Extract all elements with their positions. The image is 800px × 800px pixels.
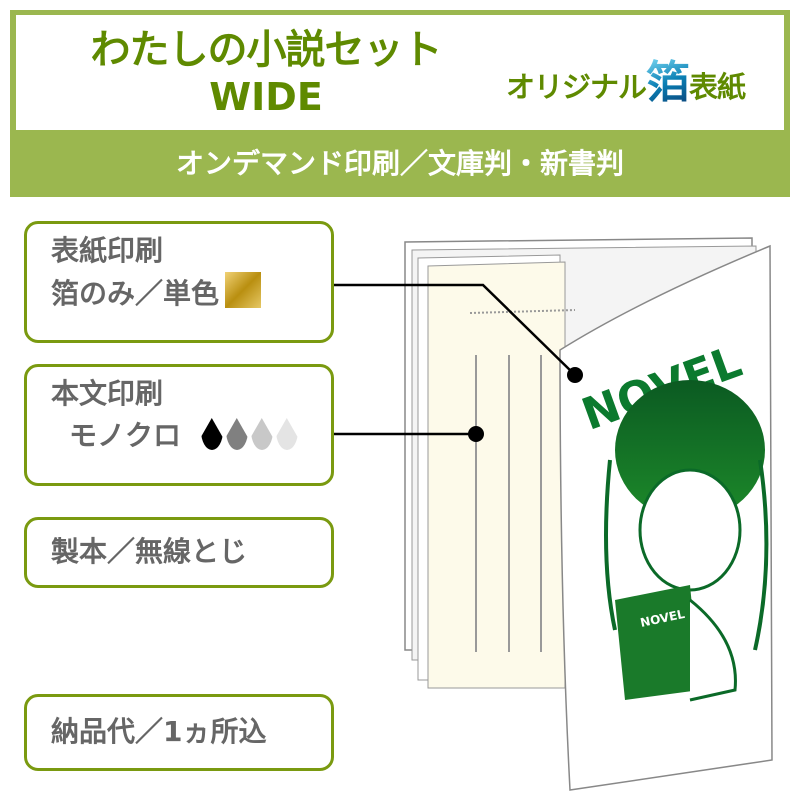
badge-suffix: 表紙 — [689, 70, 746, 104]
header-subtitle: オンデマンド印刷／文庫判・新書判 — [175, 147, 624, 180]
header-title-panel: わたしの小説セット WIDE オリジナル箔表紙 — [16, 15, 784, 130]
badge-foil-char: 箔 — [646, 57, 690, 108]
spec-value-row: 箔のみ／単色 — [51, 272, 331, 315]
spec-label: 本文印刷 — [51, 377, 164, 410]
ink-drop-lightgray-icon — [250, 418, 273, 450]
ink-drop-black-icon — [200, 418, 223, 450]
front-cover: NOVEL NOVEL — [559, 244, 773, 791]
inner-pages — [417, 254, 576, 689]
connector-body — [334, 426, 484, 442]
product-title-sub: WIDE — [209, 75, 323, 119]
spec-label: 表紙印刷 — [51, 234, 164, 267]
spec-value: 箔のみ／単色 — [51, 277, 220, 310]
original-foil-cover-badge: オリジナル箔表紙 — [506, 61, 746, 107]
ink-drop-pale-icon — [275, 418, 298, 450]
connector-cover — [334, 283, 583, 383]
spec-label: 納品代／1ヵ所込 — [51, 715, 267, 748]
cover-character-illustration: NOVEL — [604, 380, 769, 702]
spec-binding: 製本／無線とじ — [24, 517, 334, 588]
spec-delivery: 納品代／1ヵ所込 — [24, 694, 334, 771]
badge-prefix: オリジナル — [506, 70, 647, 104]
spec-body-printing: 本文印刷 モノクロ — [24, 364, 334, 486]
spec-cover-printing: 表紙印刷 箔のみ／単色 — [24, 221, 334, 343]
product-title: わたしの小説セット — [90, 27, 443, 73]
gold-foil-swatch-icon — [225, 272, 262, 308]
spec-label: 製本／無線とじ — [51, 535, 248, 568]
spec-value-row: モノクロ — [51, 415, 331, 457]
ink-drop-gray-icon — [225, 418, 248, 450]
header-banner: わたしの小説セット WIDE オリジナル箔表紙 オンデマンド印刷／文庫判・新書判 — [10, 10, 790, 197]
page-header-dotted-line — [469, 309, 576, 314]
spec-value: モノクロ — [69, 419, 182, 452]
